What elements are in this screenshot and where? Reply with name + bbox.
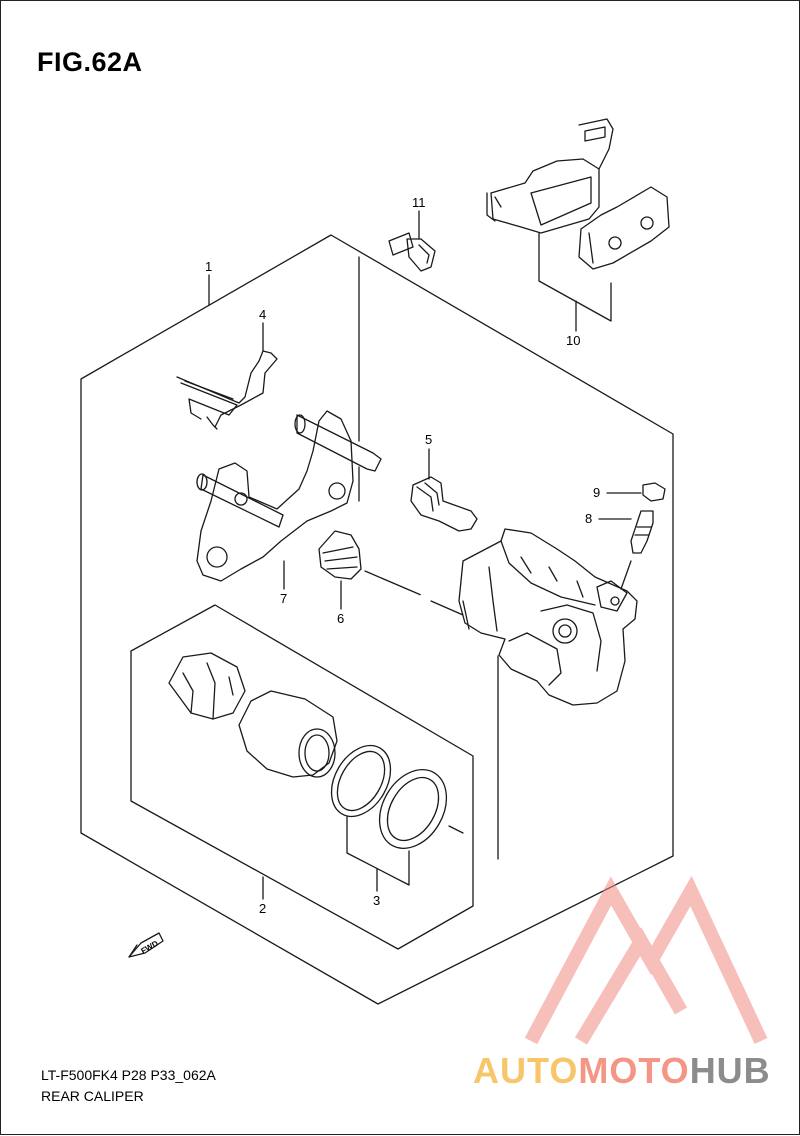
diagram-caption: REAR CALIPER	[41, 1088, 144, 1104]
brake-pad-part-10-b	[578, 186, 670, 270]
caliper-bracket-part-7	[196, 410, 382, 582]
callout-5: 5	[425, 432, 432, 447]
callout-11: 11	[412, 195, 426, 210]
alignment-line	[364, 570, 422, 596]
assembly-outline-1	[80, 234, 674, 1005]
caliper-body	[458, 528, 638, 706]
piston-seal-ring-1	[330, 744, 392, 818]
callout-2: 2	[259, 901, 266, 916]
piston-insert	[168, 652, 246, 720]
callout-bracket-3	[346, 816, 410, 886]
watermark-text: AUTOMOTOHUB	[473, 1051, 771, 1091]
alignment-line	[430, 600, 464, 616]
alignment-line	[620, 560, 632, 590]
watermark-part-auto: AUTO	[473, 1050, 579, 1091]
spring-clip-part-4	[176, 350, 278, 430]
callout-9: 9	[593, 485, 600, 500]
piston-seal-ring-2	[378, 769, 448, 849]
callout-8: 8	[585, 511, 592, 526]
rubber-boot-part-6	[318, 530, 362, 580]
callout-3: 3	[373, 893, 380, 908]
slide-pin-part-5	[410, 476, 478, 532]
callout-1: 1	[205, 259, 212, 274]
figure-title: FIG.62A	[37, 47, 143, 77]
callout-6: 6	[337, 611, 344, 626]
drawing-code: LT-F500FK4 P28 P33_062A	[41, 1067, 216, 1083]
bleeder-valve-part-8	[630, 510, 654, 554]
bolt-part-11	[388, 232, 436, 272]
piston-cylinder	[238, 690, 338, 778]
guide-line	[448, 825, 464, 834]
bleeder-cap-part-9	[642, 482, 666, 502]
callout-10: 10	[566, 333, 580, 348]
fwd-label: FWD	[139, 939, 159, 956]
watermark-logo	[524, 875, 768, 1045]
callout-4: 4	[259, 307, 266, 322]
fwd-arrow-icon	[128, 932, 164, 958]
watermark-part-moto: MOTO	[578, 1050, 690, 1091]
piston-kit-outline-2	[130, 604, 474, 950]
watermark-part-hub: HUB	[689, 1050, 771, 1091]
callout-bracket-10	[538, 232, 612, 322]
brake-pad-part-10	[486, 118, 614, 234]
callout-7: 7	[280, 591, 287, 606]
